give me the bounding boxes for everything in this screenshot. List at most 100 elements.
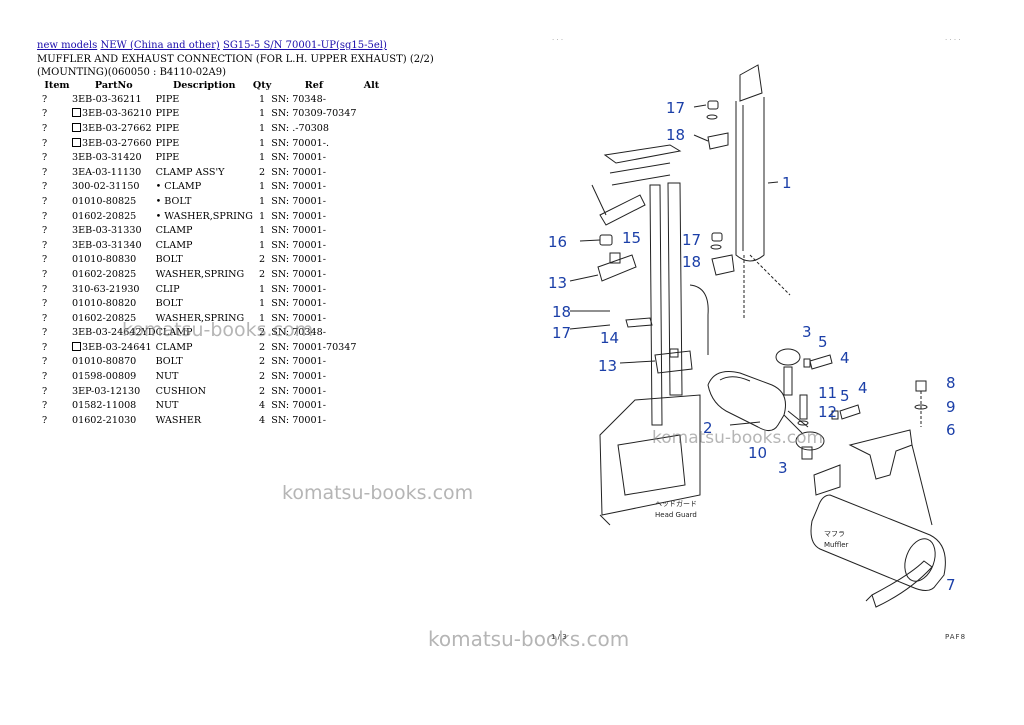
header-ref: Ref bbox=[304, 80, 323, 91]
cell-partno-text: 3EB-03-31420 bbox=[72, 152, 142, 164]
nut-17 bbox=[707, 100, 719, 110]
muffler-label-en: Muffler bbox=[824, 541, 849, 549]
callout-6: 6 bbox=[946, 421, 956, 439]
exploded-parts-diagram: 1 2 3 3 4 4 5 5 6 7 8 9 10 11 12 13 13 1… bbox=[548, 64, 956, 608]
cell-ref: SN: 70001- bbox=[271, 267, 356, 282]
cell-ref: SN: 70001- bbox=[271, 194, 356, 209]
cell-ref-text: SN: 70001- bbox=[271, 239, 326, 251]
callout-5b: 5 bbox=[840, 387, 850, 405]
cell-item-text: ? bbox=[42, 195, 48, 207]
bolt-8 bbox=[915, 380, 927, 392]
cell-qty-text: 1 bbox=[259, 122, 266, 134]
header-description: Description bbox=[172, 80, 236, 91]
cell-description-text: CUSHION bbox=[155, 385, 206, 397]
callout-18c: 18 bbox=[552, 303, 571, 321]
cell-ref: SN: .-70308 bbox=[271, 121, 356, 136]
breadcrumb-new-china[interactable]: NEW (China and other) bbox=[100, 40, 220, 51]
header-mark-left: · · · bbox=[552, 36, 564, 44]
cell-item: ? bbox=[37, 92, 72, 107]
cell-alt bbox=[356, 296, 386, 311]
cell-description: CLAMP bbox=[156, 238, 253, 253]
cell-partno: 01602-20825 bbox=[72, 209, 156, 224]
cell-qty: 1 bbox=[253, 180, 271, 195]
cell-qty: 1 bbox=[253, 238, 271, 253]
cell-description: CLAMP bbox=[156, 326, 253, 341]
cell-alt bbox=[356, 209, 386, 224]
cell-partno: 01602-20825 bbox=[72, 267, 156, 282]
cell-partno: 3EP-03-12130 bbox=[72, 384, 156, 399]
cell-partno-text: 3EB-03-31330 bbox=[72, 225, 142, 237]
washer-12 bbox=[797, 420, 809, 426]
cell-partno-text: 01010-80820 bbox=[72, 298, 137, 310]
cell-description-text: • BOLT bbox=[155, 195, 192, 207]
cell-partno-text: 3EB-03-36211 bbox=[72, 93, 142, 105]
cell-description-text: CLAMP bbox=[155, 327, 193, 339]
cell-qty-text: 4 bbox=[259, 400, 266, 412]
cell-partno: 310-63-21930 bbox=[72, 282, 156, 297]
cell-qty: 4 bbox=[253, 398, 271, 413]
cell-qty-text: 2 bbox=[259, 268, 266, 280]
cell-partno-text: 01010-80825 bbox=[72, 195, 137, 207]
cell-ref-text: SN: 70001- bbox=[271, 400, 326, 412]
header-qty: Qty bbox=[252, 80, 272, 91]
cell-qty: 2 bbox=[253, 253, 271, 268]
cell-description-text: CLAMP bbox=[155, 239, 193, 251]
cell-alt bbox=[356, 384, 386, 399]
callout-14: 14 bbox=[600, 329, 619, 347]
muffler-label-jp: マフラ bbox=[824, 530, 845, 538]
cell-description: CLAMP bbox=[156, 340, 253, 355]
breadcrumb-new-models[interactable]: new models bbox=[37, 40, 98, 51]
cell-qty: 1 bbox=[253, 223, 271, 238]
cell-qty-text: 1 bbox=[259, 137, 266, 149]
cell-alt bbox=[356, 340, 386, 355]
callout-12: 12 bbox=[818, 403, 837, 421]
cell-qty: 4 bbox=[253, 413, 271, 428]
cell-qty-text: 1 bbox=[259, 108, 266, 120]
cell-partno-text: 3EB-03-24641 bbox=[82, 341, 152, 353]
cell-ref: SN: 70001- bbox=[271, 209, 356, 224]
cell-item: ? bbox=[37, 150, 72, 165]
cell-item-text: ? bbox=[42, 137, 48, 149]
clamp-3 bbox=[775, 348, 801, 366]
breadcrumb-model[interactable]: SG15-5 S/N 70001-UP(sg15-5el) bbox=[222, 40, 387, 51]
cell-ref: SN: 70001- bbox=[271, 165, 356, 180]
cell-item-text: ? bbox=[42, 327, 48, 339]
cell-alt bbox=[356, 282, 386, 297]
cell-ref-text: SN: 70001- bbox=[271, 181, 326, 193]
cell-partno-text: 01598-00809 bbox=[72, 371, 137, 383]
cell-qty-text: 1 bbox=[259, 152, 266, 164]
callout-4b: 4 bbox=[858, 379, 868, 397]
cell-item-text: ? bbox=[42, 210, 48, 222]
bolt-11 bbox=[799, 394, 808, 420]
callout-13a: 13 bbox=[548, 274, 567, 292]
cell-ref-text: SN: 70001- bbox=[271, 254, 326, 266]
cell-partno-text: 01010-80870 bbox=[72, 356, 137, 368]
cell-qty: 2 bbox=[253, 165, 271, 180]
cell-qty-text: 1 bbox=[259, 283, 266, 295]
cell-description-text: WASHER,SPRING bbox=[155, 268, 245, 280]
cell-partno: 3EA-03-11130 bbox=[72, 165, 156, 180]
cell-partno: 3EB-03-24642YD bbox=[72, 326, 156, 341]
head-guard-label-en: Head Guard bbox=[655, 511, 697, 519]
cell-item: ? bbox=[37, 311, 72, 326]
header-partno: PartNo bbox=[94, 80, 133, 91]
cell-ref-text: SN: 70348- bbox=[271, 93, 326, 105]
header-item: Item bbox=[44, 80, 70, 91]
cell-alt bbox=[356, 150, 386, 165]
cell-ref: SN: 70001- bbox=[271, 150, 356, 165]
cell-description-text: • CLAMP bbox=[155, 181, 202, 193]
cell-description: • WASHER,SPRING bbox=[156, 209, 253, 224]
cell-partno: 01010-80825 bbox=[72, 194, 156, 209]
cell-ref: SN: 70001-70347 bbox=[271, 340, 356, 355]
cell-description-text: BOLT bbox=[155, 356, 183, 368]
cell-ref: SN: 70001- bbox=[271, 369, 356, 384]
cell-alt bbox=[356, 92, 386, 107]
cell-ref-text: SN: 70001- bbox=[271, 268, 326, 280]
cell-item: ? bbox=[37, 267, 72, 282]
cell-partno-text: 3EP-03-12130 bbox=[72, 385, 141, 397]
